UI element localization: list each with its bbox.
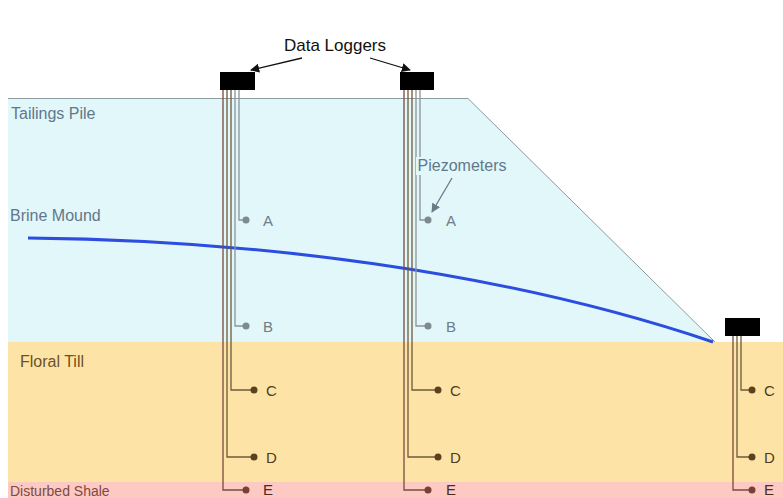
piezometer-letter: C: [450, 382, 461, 399]
piezometer-dot: [749, 487, 756, 494]
wire: [741, 336, 750, 390]
leader-arrow: [251, 58, 302, 70]
wire: [223, 90, 244, 490]
piezometer-wires: [223, 90, 750, 490]
piezometer-dot: [251, 454, 258, 461]
piezometer-dot: [425, 487, 432, 494]
till-layer: Floral Till: [8, 342, 783, 482]
piezometer-dot: [435, 387, 442, 394]
piezometer-dot: [243, 217, 250, 224]
layer-name: Floral Till: [20, 353, 84, 371]
data-logger: [725, 318, 760, 336]
layer-name: Tailings Pile: [11, 105, 95, 123]
tailings-layer: Tailings Pile: [8, 98, 715, 342]
layer-name: Disturbed Shale: [10, 483, 110, 498]
wire: [231, 90, 252, 390]
piezometer-letter: A: [263, 212, 273, 229]
piezometer-dot: [749, 387, 756, 394]
wire: [412, 90, 436, 390]
tailings-edge: [8, 99, 715, 343]
tailings-outline: [8, 98, 715, 342]
piezometer-dot: [243, 487, 250, 494]
wire: [227, 90, 252, 457]
piezometer-dot: [425, 217, 432, 224]
piezometer-letter: C: [764, 382, 775, 399]
brine-caption: Brine Mound: [10, 207, 101, 225]
piezometer-letter: E: [263, 481, 273, 498]
piezometer-letter: C: [266, 382, 277, 399]
piezometer-letter: D: [450, 449, 461, 466]
wire: [408, 90, 436, 457]
leader-arrow: [370, 58, 410, 70]
piezometer-letter: D: [266, 449, 277, 466]
wire: [235, 90, 244, 326]
leader-arrow: [432, 178, 452, 212]
piezometer-dots: [243, 217, 756, 494]
piezometer-letter: B: [446, 318, 456, 335]
wire: [420, 90, 426, 220]
piezometer-letter: E: [764, 481, 774, 498]
piezometer-letter: B: [263, 318, 273, 335]
piezometer-dot: [243, 323, 250, 330]
piezometer-dot: [749, 454, 756, 461]
piezometer-dot: [435, 454, 442, 461]
wire: [416, 90, 426, 326]
wire: [733, 336, 750, 490]
wire: [239, 90, 244, 220]
shale-layer: Disturbed Shale: [8, 482, 783, 498]
logger-caption: Data Loggers: [284, 36, 386, 56]
piezometer-caption: Piezometers: [416, 157, 509, 175]
piezometer-dot: [251, 387, 258, 394]
piezometer-letter: E: [446, 481, 456, 498]
data-logger: [220, 72, 255, 90]
brine-line: [28, 238, 713, 342]
data-logger: [400, 72, 434, 90]
wire: [404, 90, 426, 490]
piezometer-letter: A: [446, 212, 456, 229]
wire: [737, 336, 750, 457]
piezometer-dot: [425, 323, 432, 330]
tailings-fill: [8, 98, 715, 342]
piezometer-letter: D: [764, 449, 775, 466]
